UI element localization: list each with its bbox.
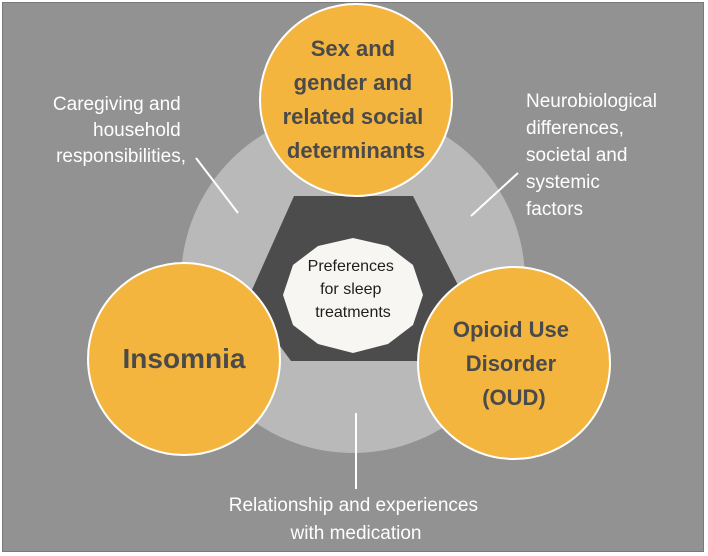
link-top-left-line-3: responsibilities, (56, 146, 186, 167)
node-top-line-3: related social (283, 104, 424, 129)
link-top-right-line-5: factors (526, 199, 583, 220)
node-circle-left (87, 262, 281, 456)
link-bottom-line-2: with medication (290, 523, 422, 544)
center-starburst (283, 238, 423, 353)
link-top-right-line-3: societal and (526, 145, 627, 166)
center-line-3: treatments (315, 304, 391, 321)
link-top-right-line-2: differences, (526, 118, 624, 139)
connector-top-left (195, 157, 239, 214)
link-bottom-line-1: Relationship and experiences (229, 495, 478, 516)
node-right-label: Opioid Use Disorder (OUD) (453, 317, 575, 410)
center-line-1: Preferences (308, 258, 394, 275)
node-left-label: Insomnia (123, 343, 246, 374)
center-line-2: for sleep (320, 281, 381, 298)
node-top-line-1: Sex and (311, 36, 395, 61)
node-right-line-3: (OUD) (482, 385, 546, 410)
node-left-line-1: Insomnia (123, 343, 246, 374)
link-top-left-line-2: household (93, 120, 181, 141)
link-top-left-label: Caregiving and household responsibilitie… (53, 94, 186, 167)
link-bottom-label: Relationship and experiences with medica… (229, 495, 484, 544)
node-right-line-1: Opioid Use (453, 317, 569, 342)
link-top-right-label: Neurobiological differences, societal an… (526, 91, 662, 220)
node-circle-top (259, 3, 453, 197)
link-top-right-line-4: systemic (526, 172, 600, 193)
diagram-canvas: Sex and gender and related social determ… (53, 3, 662, 544)
link-top-right-line-1: Neurobiological (526, 91, 657, 112)
node-right-line-2: Disorder (466, 351, 557, 376)
connector-top-right (470, 172, 519, 217)
node-top-line-2: gender and (294, 70, 413, 95)
center-label: Preferences for sleep treatments (308, 258, 399, 321)
node-top-line-4: determinants (287, 138, 425, 163)
node-circle-right (417, 266, 611, 460)
node-top-label: Sex and gender and related social determ… (283, 36, 430, 163)
link-top-left-line-1: Caregiving and (53, 94, 181, 115)
